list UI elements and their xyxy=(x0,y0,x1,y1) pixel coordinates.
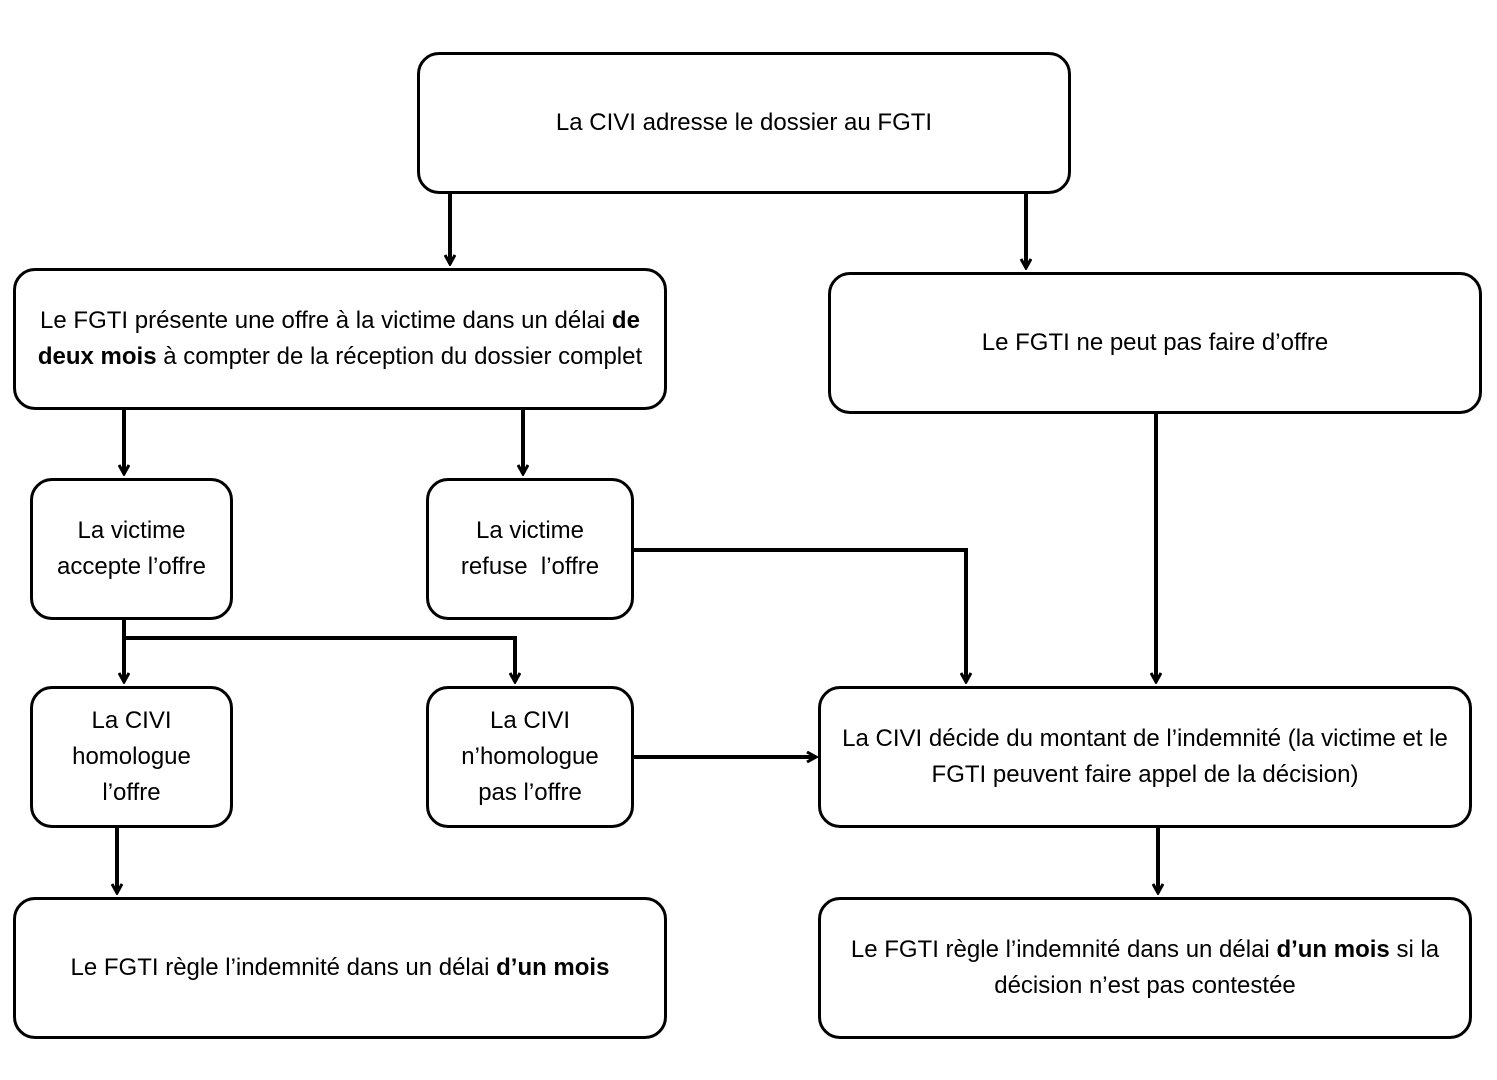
accepts-line-2: accepte l’offre xyxy=(57,553,206,580)
refuses-line-1: La victime xyxy=(475,517,585,544)
homologates-line-1: La CIVI xyxy=(91,707,172,734)
not-homologate-line-3: pas l’offre xyxy=(478,779,582,806)
pays-right-pre: Le FGTI règle l’indemnité dans un délai xyxy=(850,936,1277,963)
homologates-line-3: l’offre xyxy=(102,779,161,806)
node-fgti-pays-one-month: Le FGTI règle l’indemnité dans un délai … xyxy=(13,897,667,1039)
node-victim-refuses: La victime refuse l’offre xyxy=(426,478,634,620)
node-civi-homologates-text: La CIVI homologue l’offre xyxy=(72,703,191,811)
node-fgti-presents-offer-text: Le FGTI présente une offre à la victime … xyxy=(30,303,650,375)
node-fgti-pays-if-uncontested-text: Le FGTI règle l’indemnité dans un délai … xyxy=(835,932,1455,1004)
node-civi-decides-amount: La CIVI décide du montant de l’indemnité… xyxy=(818,686,1472,828)
offer-text-post: à compter de la réception du dossier com… xyxy=(156,343,643,370)
node-civi-homologates: La CIVI homologue l’offre xyxy=(30,686,233,828)
pays-right-bold: d’un mois xyxy=(1276,936,1390,963)
node-civi-not-homologate-text: La CIVI n’homologue pas l’offre xyxy=(461,703,598,811)
node-fgti-presents-offer: Le FGTI présente une offre à la victime … xyxy=(13,268,667,410)
refuses-line-2: refuse l’offre xyxy=(460,553,600,580)
node-civi-not-homologate: La CIVI n’homologue pas l’offre xyxy=(426,686,634,828)
offer-text-bold: de deux mois xyxy=(37,307,640,370)
accepts-line-1: La victime xyxy=(77,517,186,544)
node-fgti-no-offer: Le FGTI ne peut pas faire d’offre xyxy=(828,272,1482,414)
offer-text-pre: Le FGTI présente une offre à la victime … xyxy=(40,307,612,334)
node-fgti-no-offer-text: Le FGTI ne peut pas faire d’offre xyxy=(981,329,1329,356)
not-homologate-line-1: La CIVI xyxy=(489,707,571,734)
arrow-accepts-to-not-homologate xyxy=(124,636,515,682)
node-victim-accepts-text: La victime accepte l’offre xyxy=(57,513,206,585)
pays-left-pre: Le FGTI règle l’indemnité dans un délai xyxy=(70,954,497,981)
node-fgti-pays-if-uncontested: Le FGTI règle l’indemnité dans un délai … xyxy=(818,897,1472,1039)
node-civi-sends-file: La CIVI adresse le dossier au FGTI xyxy=(417,52,1071,194)
node-victim-accepts: La victime accepte l’offre xyxy=(30,478,233,620)
node-victim-refuses-text: La victime refuse l’offre xyxy=(461,513,599,585)
not-homologate-line-2: n’homologue xyxy=(461,743,599,770)
arrow-refuses-to-decides xyxy=(634,548,966,682)
pays-left-bold: d’un mois xyxy=(496,954,610,981)
node-civi-decides-amount-text: La CIVI décide du montant de l’indemnité… xyxy=(842,725,1448,788)
node-civi-sends-file-text: La CIVI adresse le dossier au FGTI xyxy=(555,109,933,136)
pays-right-post: si la décision n’est pas contestée xyxy=(994,936,1440,999)
homologates-line-2: homologue xyxy=(72,743,191,770)
node-fgti-pays-one-month-text: Le FGTI règle l’indemnité dans un délai … xyxy=(71,950,610,986)
